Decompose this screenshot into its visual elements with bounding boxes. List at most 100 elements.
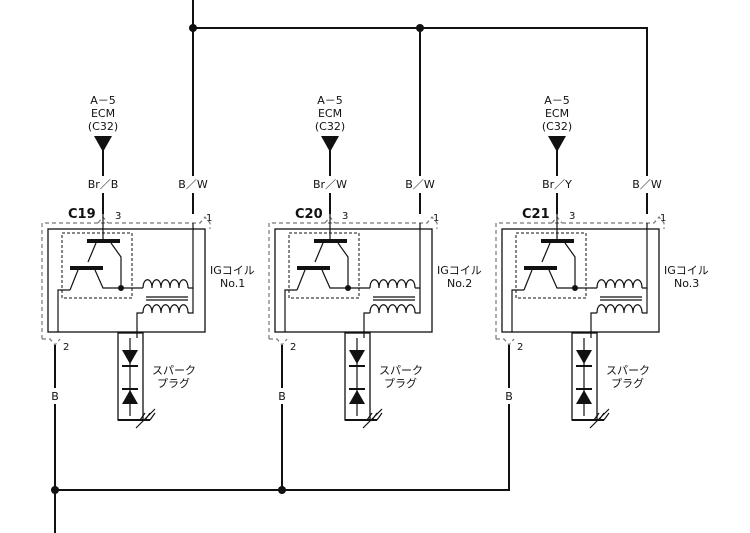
igniter-ground-lead	[511, 289, 524, 332]
coil-number: No.2	[447, 277, 472, 290]
primary-winding	[596, 279, 643, 289]
spark-gap-upper-icon	[122, 350, 138, 364]
secondary-winding	[142, 304, 189, 314]
coil-label: IGコイル	[437, 264, 482, 277]
chassis-ground-icon	[589, 408, 610, 429]
ecm-ref-name: ECM	[91, 107, 115, 120]
secondary-output	[363, 312, 370, 338]
ground-bus	[51, 486, 510, 533]
transistor-1-collector	[314, 242, 324, 263]
spark-plug-label-2: プラグ	[384, 376, 417, 390]
transistor-2-emitter	[296, 269, 306, 291]
ground-pin-notch	[496, 338, 515, 346]
transistor-1-base	[541, 239, 574, 243]
secondary-supply	[415, 288, 421, 314]
ecm-ref-terminal: A－5	[90, 94, 116, 107]
primary-winding	[369, 279, 416, 289]
transistor-2-collector	[94, 269, 121, 289]
igniter-ground-lead	[57, 289, 70, 332]
pin-ground: 2	[517, 342, 523, 353]
secondary-output	[590, 312, 597, 338]
ecm-ref-name: ECM	[545, 107, 569, 120]
spark-gap-upper-icon	[576, 350, 592, 364]
transistor-1-emitter	[110, 242, 122, 288]
ground-label-bg	[501, 388, 517, 404]
transistor-2-emitter	[69, 269, 79, 291]
primary-supply	[188, 223, 194, 289]
transistor-2-emitter	[523, 269, 533, 291]
power-wire-color: B／W	[632, 178, 662, 191]
ground-label-bg	[47, 388, 63, 404]
connector-outline	[268, 216, 438, 339]
ecm-ref-connector: (C32)	[315, 120, 345, 133]
ground-wire-color: B	[51, 390, 59, 403]
connector-label: C19	[68, 207, 96, 222]
connector-label: C20	[295, 207, 323, 222]
ground-pin-notch	[269, 338, 288, 346]
transistor-1-base	[87, 239, 120, 243]
igniter-box	[515, 232, 587, 299]
chassis-ground-icon	[362, 408, 383, 429]
spark-plug-label: スパーク	[606, 364, 650, 377]
pin-power: 1	[660, 213, 666, 224]
transistor-2-base	[297, 266, 330, 270]
pin-power: 1	[433, 213, 439, 224]
igniter-box	[61, 232, 133, 299]
spark-gap-lower-icon	[122, 390, 138, 404]
spark-plug-label: スパーク	[379, 364, 423, 377]
secondary-winding	[596, 304, 643, 314]
transistor-1-collector	[87, 242, 97, 263]
transistor-2-base	[524, 266, 557, 270]
coil-box	[47, 228, 206, 333]
connector-outline	[41, 216, 211, 339]
transistor-1-base	[314, 239, 347, 243]
transistor-1-collector	[541, 242, 551, 263]
transistor-1-emitter	[564, 242, 576, 288]
ecm-ref-terminal: A－5	[544, 94, 570, 107]
transistor-2-collector	[321, 269, 348, 289]
coil-label: IGコイル	[664, 264, 709, 277]
coil-number: No.1	[220, 277, 245, 290]
pin-ground: 2	[290, 342, 296, 353]
coil-label: IGコイル	[210, 264, 255, 277]
ground-pin-notch	[42, 338, 61, 346]
ground-label-bg	[274, 388, 290, 404]
ground-wire-color: B	[505, 390, 513, 403]
coil-box	[501, 228, 660, 333]
transistor-2-collector	[548, 269, 575, 289]
connector-outline	[495, 216, 665, 339]
secondary-output	[136, 312, 143, 338]
ecm-ref-terminal: A－5	[317, 94, 343, 107]
ecm-arrow-icon	[94, 136, 112, 152]
igniter-ground-lead	[284, 289, 297, 332]
primary-supply	[642, 223, 648, 289]
secondary-supply	[642, 288, 648, 314]
spark-gap-lower-icon	[349, 390, 365, 404]
ecm-ref-connector: (C32)	[542, 120, 572, 133]
power-wire-color: B／W	[178, 178, 208, 191]
coil-number: No.3	[674, 277, 699, 290]
coil-box	[274, 228, 433, 333]
signal-wire-color: Br／W	[313, 178, 347, 191]
ecm-ref-name: ECM	[318, 107, 342, 120]
igniter-box	[288, 232, 360, 299]
signal-wire-color: Br／Y	[542, 178, 572, 191]
pin-signal: 3	[115, 211, 121, 222]
spark-gap-lower-icon	[576, 390, 592, 404]
ecm-ref-connector: (C32)	[88, 120, 118, 133]
pin-power: 1	[206, 213, 212, 224]
spark-plug-label-2: プラグ	[611, 376, 644, 390]
ecm-arrow-icon	[321, 136, 339, 152]
pin-signal: 3	[569, 211, 575, 222]
transistor-2-base	[70, 266, 103, 270]
pin-signal: 3	[342, 211, 348, 222]
signal-wire-color: Br／B	[88, 178, 119, 191]
power-bus	[189, 0, 648, 32]
ground-wire-color: B	[278, 390, 286, 403]
connector-label: C21	[522, 207, 550, 222]
transistor-1-emitter	[337, 242, 349, 288]
